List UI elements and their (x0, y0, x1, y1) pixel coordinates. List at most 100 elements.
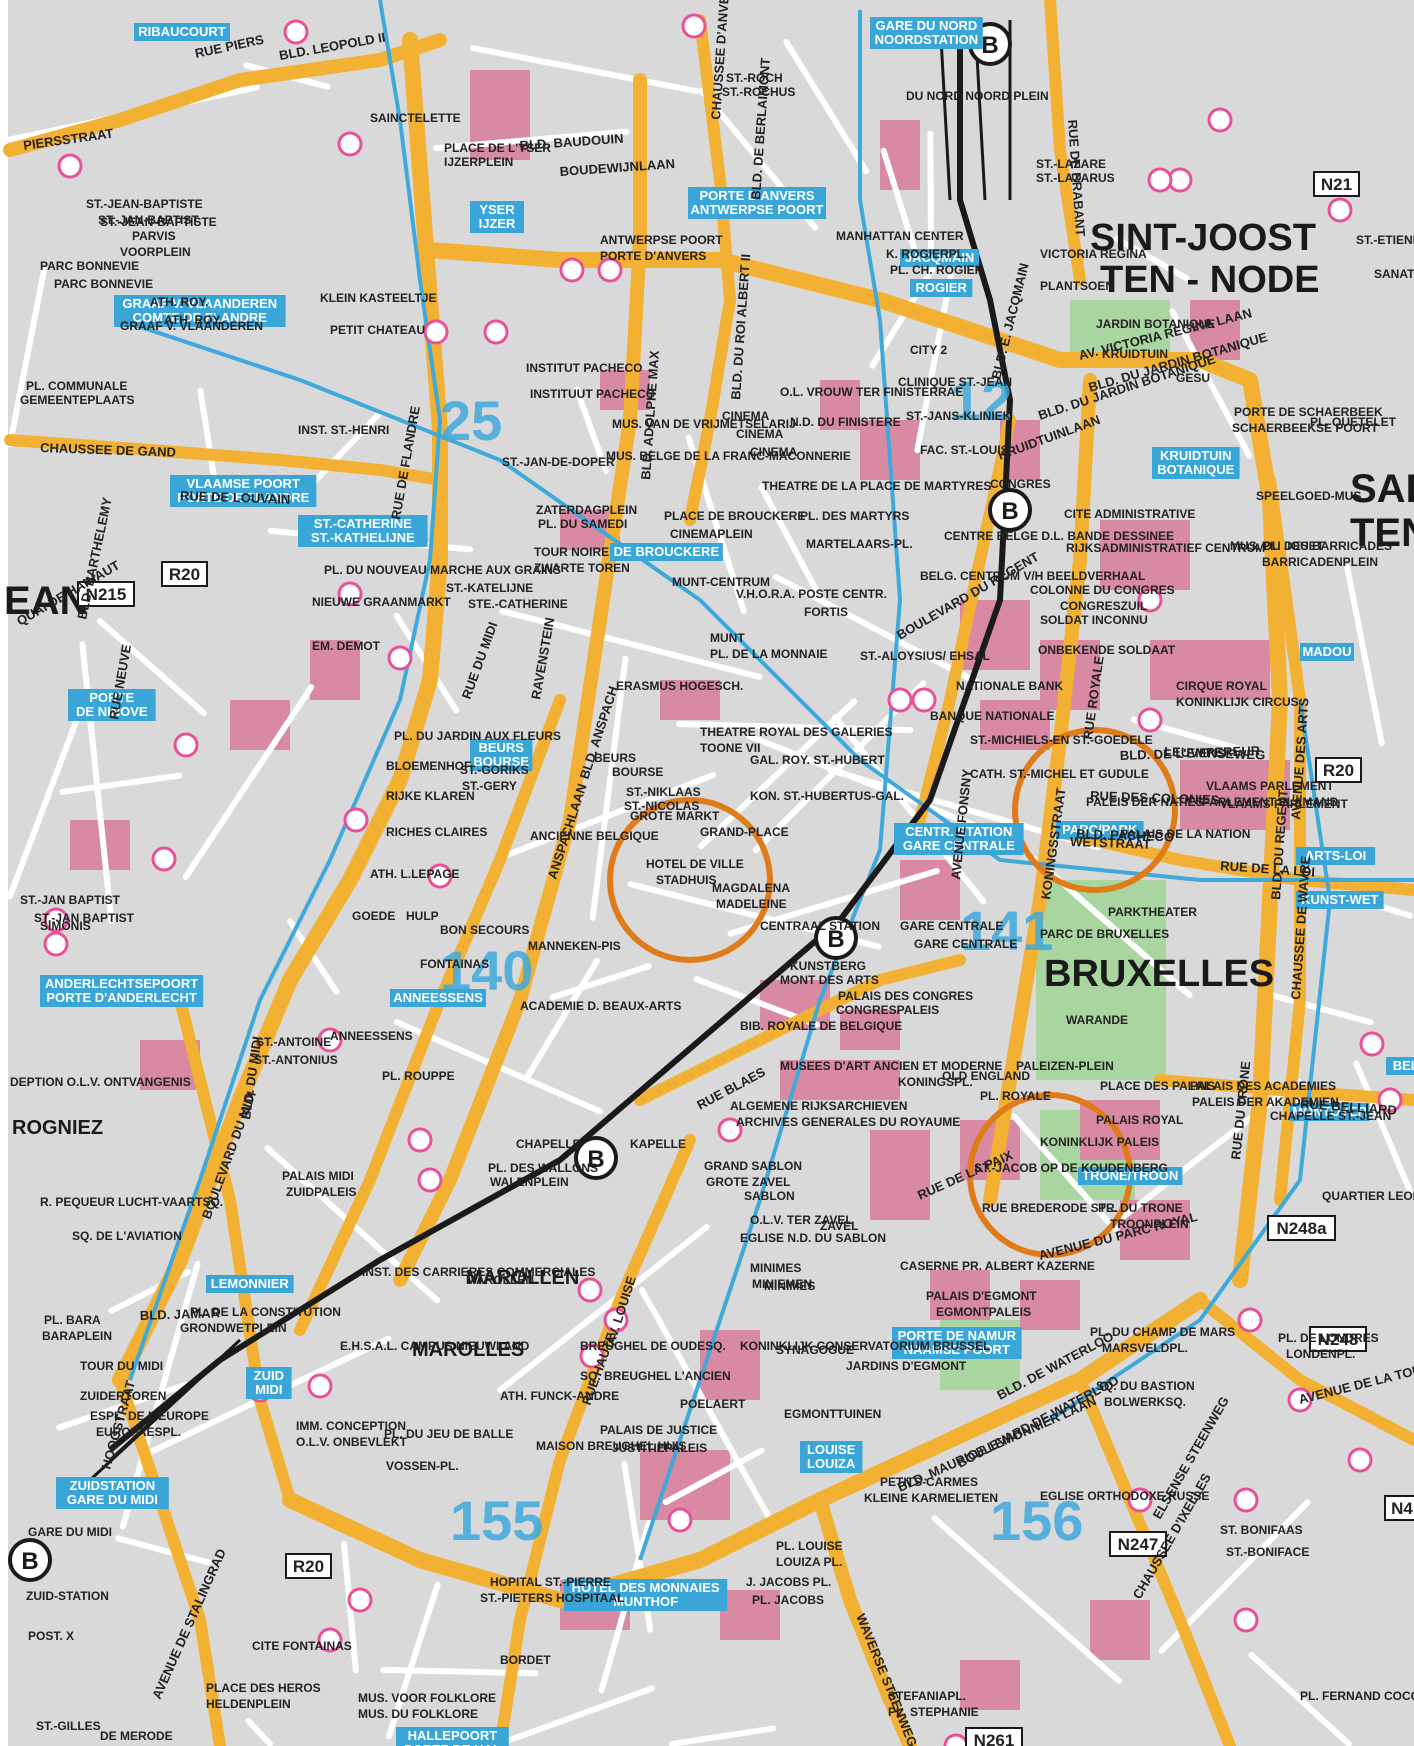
poi-marker-icon (1127, 1487, 1153, 1513)
street-name: CHAUSSEE DE GAND (40, 440, 176, 460)
place-name: PARVIS (132, 229, 176, 243)
poi-marker-icon (943, 1733, 969, 1746)
place-name: PL. DE LA CONSTITUTION (190, 1305, 341, 1319)
place-name: KRUIDTUIN (1102, 347, 1168, 361)
road-rue-belliard (1154, 1074, 1414, 1106)
station-symbol-chapelle (574, 1136, 618, 1180)
minor-street (1120, 1078, 1302, 1220)
place-name: MAISON BREUGHEL HUIS (536, 1439, 686, 1453)
building-block (820, 380, 860, 430)
minor-street (880, 147, 918, 251)
place-name: GROTE ZAVEL (706, 1175, 790, 1189)
station-b-letter-chapelle: B (587, 1146, 604, 1173)
minor-street (500, 772, 717, 860)
minor-street (668, 1725, 777, 1746)
place-name: JARDINS D'EGMONT (846, 1359, 967, 1373)
place-name: NATIONALE BANK (956, 679, 1063, 693)
place-name: DEPTION O.L.V. ONTVANGENIS (10, 1075, 191, 1089)
place-name: IJZERPLEIN (444, 155, 513, 169)
place-name: EM. DEMOT (312, 639, 381, 653)
place-name: GRAND SABLON (704, 1159, 802, 1173)
route-shield-label: N248 (1318, 1330, 1359, 1349)
poi-marker-icon (1233, 1607, 1259, 1633)
place-name: PL. DU NOUVEAU MARCHE AUX GRAINS (324, 563, 561, 577)
place-name: PL. DE LA MONNAIE (710, 647, 828, 661)
place-name: PLACE DE L'YSER (444, 141, 551, 155)
place-name: MUS. VAN DE VRIJMETSELARIJ (612, 417, 796, 431)
place-name: RUE BREDERODE STR. (982, 1201, 1118, 1215)
place-name: CLINIQUE ST.-JEAN (898, 375, 1012, 389)
place-name: QUARTIER LEOPOLD (1322, 1189, 1414, 1203)
metro-line-north-south (638, 10, 903, 1561)
place-name: ST.-JAN-DE-DOPER (502, 455, 615, 469)
place-name: ZWARTE TOREN (534, 561, 630, 575)
metro-station-box (870, 17, 983, 49)
poi-marker-icon (43, 931, 69, 957)
minor-street (59, 772, 183, 795)
metro-station-name-alt: PORTE D'ANDERLECHT (46, 990, 196, 1005)
place-name: JARDIN BOTANIQUE (1096, 317, 1215, 331)
metro-station-box (246, 1367, 292, 1399)
road-avenue-fonsny (114, 1374, 226, 1746)
place-name: FONTAINAS (420, 957, 489, 971)
metro-station-name-alt: COMTE DE FLANDRE (133, 310, 268, 325)
road-bld-leopold-ii (3, 33, 447, 157)
place-name: MINIMES (764, 1279, 815, 1293)
metro-station-name: GARE DU NORD (875, 18, 977, 33)
place-name: J. JACOBS PL. (746, 1575, 831, 1589)
district-marolles: MAROLLES (412, 1339, 524, 1361)
place-name: SCHAERBEEKSE POORT (1232, 421, 1379, 435)
district-rogniez: ROGNIEZ (12, 1117, 103, 1139)
road-chaussee-d-anvers (684, 14, 736, 526)
place-name: ST.-ROCH (726, 71, 783, 85)
place-name: STADHUIS (656, 873, 716, 887)
route-shield-box (1267, 1215, 1336, 1241)
poi-marker-icon (337, 581, 363, 607)
metro-station-name: ARTS-LOI (1305, 848, 1366, 863)
place-name: KONINKLIJK CONSERVATORIUM BRUSSEL (740, 1339, 990, 1353)
place-name: TROONPLEIN (1110, 1217, 1189, 1231)
place-name: PL. STEPHANIE (888, 1705, 979, 1719)
road-avenue-louise (813, 1493, 917, 1746)
highlight-circle-parlement (1012, 727, 1178, 893)
building-block (980, 700, 1050, 750)
poi-marker-icon (427, 863, 453, 889)
place-name: FORTIS (804, 605, 848, 619)
district-sai-line1: SAI (1350, 467, 1414, 511)
poi-marker-icon (43, 907, 69, 933)
metro-station-box (800, 1441, 863, 1473)
metro-station-box (564, 1579, 728, 1611)
place-name: MUS. BELGE DE LA FRANC-MACONNERIE (606, 449, 851, 463)
highlight-circles (607, 727, 1178, 1258)
building-block (1090, 1600, 1150, 1660)
street-name: BLD. JAMAR (140, 1305, 221, 1323)
metro-station-name: HOTEL DES MONNAIES (572, 1580, 720, 1595)
place-name: PARC BONNEVIE (54, 277, 153, 291)
place-name: MAROLLEN (466, 1273, 534, 1287)
poi-marker-icon (343, 807, 369, 833)
place-name: BIB. ROYALE DE BELGIQUE (740, 1019, 902, 1033)
district-sint-joost-line1: SINT-JOOST (1090, 217, 1316, 259)
place-name: ANNEESSENS (330, 1029, 413, 1043)
place-name: GARE DU MIDI (28, 1525, 112, 1539)
building-block (840, 1010, 900, 1050)
place-name: BREUGHEL DE OUDESQ. (580, 1339, 726, 1353)
metro-station-name: ST.-CATHERINE (314, 516, 412, 531)
place-name: PARC BONNEVIE (40, 259, 139, 273)
metro-station-name: HALLEPOORT (408, 1728, 498, 1743)
place-name: WARANDE (1066, 1013, 1128, 1027)
metro-station-box (470, 739, 533, 771)
place-name: CHAPELLE ST.-JEAN (1270, 1109, 1391, 1123)
place-name: VLAAMS PARLEMENT (1220, 797, 1348, 811)
place-name: PETIT CHATEAU (330, 323, 425, 337)
place-name: PALAIS DES ACADEMIES (1190, 1079, 1336, 1093)
metro-station-box (170, 475, 317, 507)
metro-station-name: YSER (479, 202, 515, 217)
place-name: PL. ROYALE (980, 1089, 1051, 1103)
place-name: CENTRE BELGE D.L. BANDE DESSINEE (944, 529, 1174, 543)
minor-street (182, 684, 315, 880)
minor-street (523, 957, 600, 1081)
place-name: POST. X (28, 1629, 74, 1643)
